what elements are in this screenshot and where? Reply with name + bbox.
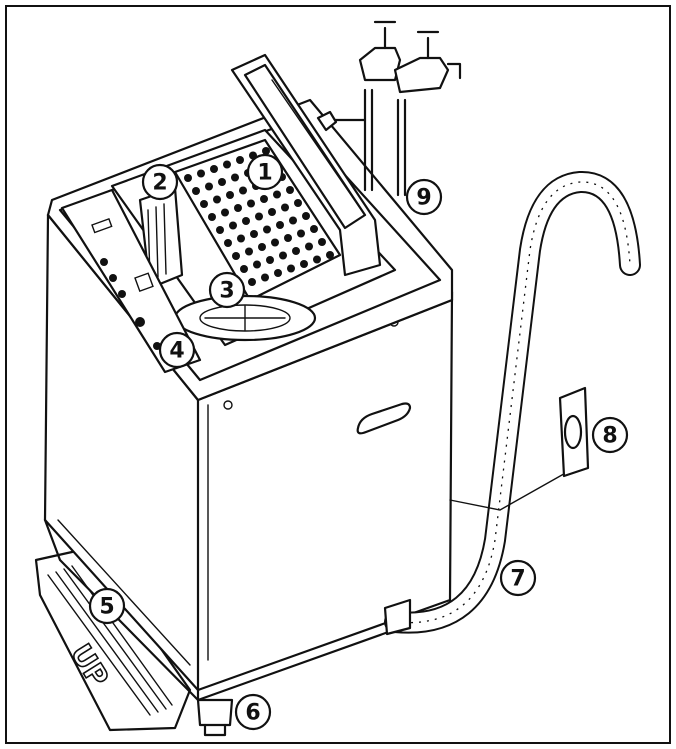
- control-panel: [60, 188, 202, 374]
- pulsator: [173, 294, 317, 342]
- drum-hole: [234, 204, 242, 212]
- callout-1: 1: [246, 153, 284, 191]
- drum-hole: [197, 169, 205, 178]
- drum-hole: [192, 187, 200, 195]
- drum-hole: [305, 242, 313, 251]
- drum-hole: [292, 247, 300, 255]
- callout-8-label: 8: [602, 424, 617, 449]
- drum-hole: [240, 265, 248, 273]
- drum-hole: [274, 269, 282, 277]
- leveling-foot: [196, 598, 412, 737]
- drum-hole: [289, 216, 297, 225]
- base-plate: UP: [34, 546, 192, 732]
- drum-hole: [263, 225, 271, 234]
- callout-1-label: 1: [257, 161, 272, 186]
- callout-2: 2: [141, 163, 179, 201]
- drum-hole: [261, 273, 269, 282]
- drum-hole: [326, 251, 334, 259]
- drum-hole: [236, 156, 244, 164]
- drum-hole: [232, 252, 240, 260]
- drum-hole: [294, 199, 302, 207]
- drum-hole: [281, 203, 289, 212]
- drum-hole: [231, 173, 239, 182]
- drum-hole: [262, 147, 270, 155]
- drum-hole: [318, 238, 326, 246]
- callout-6: 6: [234, 693, 272, 731]
- callout-7: 7: [499, 559, 537, 597]
- drum-hole: [258, 243, 266, 251]
- drum-hole: [213, 195, 221, 204]
- drum-hole: [260, 195, 268, 203]
- drum-hole: [208, 213, 216, 221]
- callout-2-label: 2: [152, 171, 167, 196]
- drum-hole: [310, 225, 318, 233]
- power-socket: [449, 386, 590, 511]
- callout-9-label: 9: [416, 186, 431, 211]
- drum-hole: [200, 200, 208, 208]
- drum-hole: [266, 256, 274, 264]
- callout-6-label: 6: [245, 701, 260, 726]
- water-taps: [316, 20, 462, 197]
- drum-hole: [226, 191, 234, 199]
- callout-8: 8: [591, 416, 629, 454]
- drum-hole: [273, 190, 281, 199]
- lid: [230, 53, 382, 277]
- drum-hole: [271, 238, 279, 247]
- callout-7-label: 7: [510, 567, 525, 592]
- callout-3: 3: [208, 271, 246, 309]
- drum-hole: [297, 229, 305, 238]
- drum-holes: [184, 147, 334, 286]
- callout-3-label: 3: [219, 279, 234, 304]
- drum-hole: [268, 208, 276, 216]
- drum-hole: [286, 186, 294, 194]
- drum-hole: [287, 264, 295, 273]
- drum-hole: [218, 178, 226, 186]
- drum-hole: [237, 234, 245, 243]
- drum-hole: [253, 260, 261, 269]
- drum-hole: [284, 234, 292, 242]
- drum-hole: [210, 165, 218, 173]
- drum-hole: [229, 221, 237, 230]
- drum-hole: [223, 160, 231, 169]
- drum-hole: [247, 199, 255, 208]
- drum-hole: [205, 182, 213, 191]
- callout-5: 5: [88, 587, 126, 625]
- drum-hole: [302, 212, 310, 220]
- drum-hole: [300, 260, 308, 268]
- drum-hole: [250, 230, 258, 238]
- drum-hole: [184, 174, 192, 182]
- drum-hole: [242, 217, 250, 225]
- drum-hole: [216, 226, 224, 234]
- washing-drum: [173, 138, 342, 302]
- callout-4: 4: [158, 331, 196, 369]
- drum-hole: [239, 186, 247, 195]
- drum-hole: [245, 247, 253, 256]
- drum-hole: [224, 239, 232, 247]
- callout-4-label: 4: [169, 339, 184, 364]
- drum-hole: [248, 278, 256, 286]
- drum-hole: [276, 221, 284, 229]
- frame-border: [5, 5, 671, 744]
- drum-hole: [313, 255, 321, 264]
- drain-hose: [384, 171, 641, 634]
- callout-9: 9: [405, 178, 443, 216]
- drum-hole: [255, 212, 263, 221]
- drum-hole: [221, 208, 229, 217]
- drum-hole: [279, 251, 287, 260]
- callout-5-label: 5: [99, 595, 114, 620]
